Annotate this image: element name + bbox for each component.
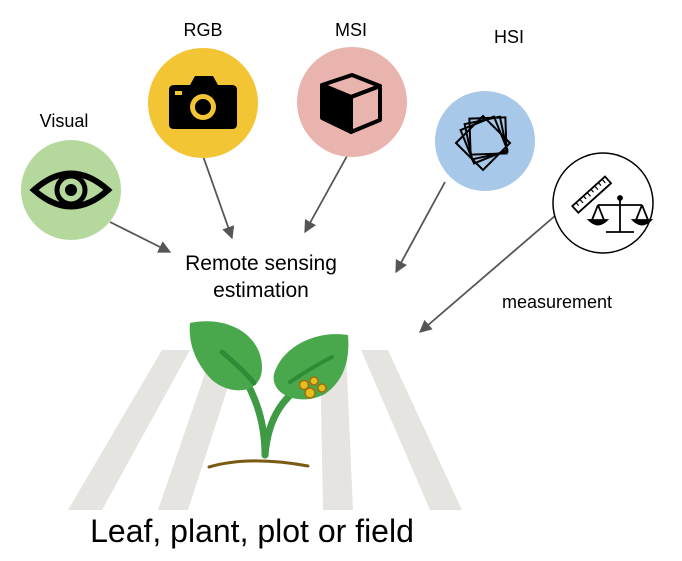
visual-label: Visual [40,111,89,131]
soil-line [207,459,310,469]
arrow-measurement [419,214,557,333]
arrow-msi [304,155,348,234]
target-label: Leaf, plant, plot or field [90,513,414,549]
arrows [109,155,557,333]
field-stripes [68,350,462,510]
field-stripe [158,350,240,510]
center-line-1: Remote sensing [185,252,337,275]
arrow-rgb [202,155,235,240]
field-stripe [68,350,190,510]
arrow-visual [109,221,172,253]
measurement-node: measurement [502,152,654,312]
leaf-vein [219,349,257,386]
center-estimation: Remote sensing estimation [185,252,337,302]
leaf-vein [288,355,334,384]
camera-icon [169,76,237,129]
cube-icon [320,73,382,134]
msi-node: MSI [297,20,407,157]
arrow-hsi [395,181,446,274]
plant-icon [189,321,349,469]
center-line-2: estimation [213,279,309,302]
stacked-layers-icon [454,114,512,172]
ruler-icon [571,175,613,214]
eye-icon [29,170,113,210]
measurement-label: measurement [502,292,612,312]
visual-node: Visual [21,111,121,240]
rgb-node: RGB [148,20,258,158]
disease-spots [298,376,327,399]
hsi-node: HSI [435,27,535,191]
msi-label: MSI [335,20,367,40]
balance-scale-icon [586,195,654,233]
rgb-label: RGB [183,20,222,40]
hsi-label: HSI [494,27,524,47]
field-stripe [361,350,462,510]
